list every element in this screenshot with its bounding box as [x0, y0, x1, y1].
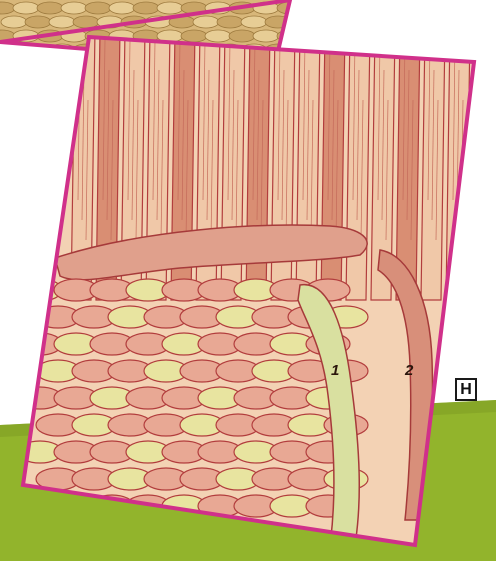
plate-letter-badge: H [455, 378, 477, 401]
straw-strand [229, 30, 255, 42]
straw-strand [205, 30, 231, 42]
straw-strand [289, 16, 315, 28]
straw-strand [193, 16, 219, 28]
straw-strand [0, 58, 15, 70]
strand-label-1: 1 [331, 362, 339, 379]
straw-strand [133, 2, 159, 14]
straw-strand [313, 16, 339, 28]
strand-label-2: 2 [405, 362, 413, 379]
straw-strand [157, 2, 183, 14]
straw-strand [25, 16, 51, 28]
straw-strand [13, 2, 39, 14]
straw-strand [37, 2, 63, 14]
straw-strand [217, 16, 243, 28]
straw-strand [1, 16, 27, 28]
straw-strand [109, 2, 135, 14]
straw-strand [61, 2, 87, 14]
straw-strand [73, 16, 99, 28]
straw-strand [181, 30, 207, 42]
straw-strand [253, 30, 279, 42]
straw-strand [241, 16, 267, 28]
straw-strand [85, 2, 111, 14]
straw-strand [37, 58, 63, 70]
straw-strand [13, 58, 39, 70]
straw-strand [301, 2, 327, 14]
straw-strand [301, 30, 327, 42]
illustration-card [18, 30, 474, 545]
straw-strand [49, 16, 75, 28]
